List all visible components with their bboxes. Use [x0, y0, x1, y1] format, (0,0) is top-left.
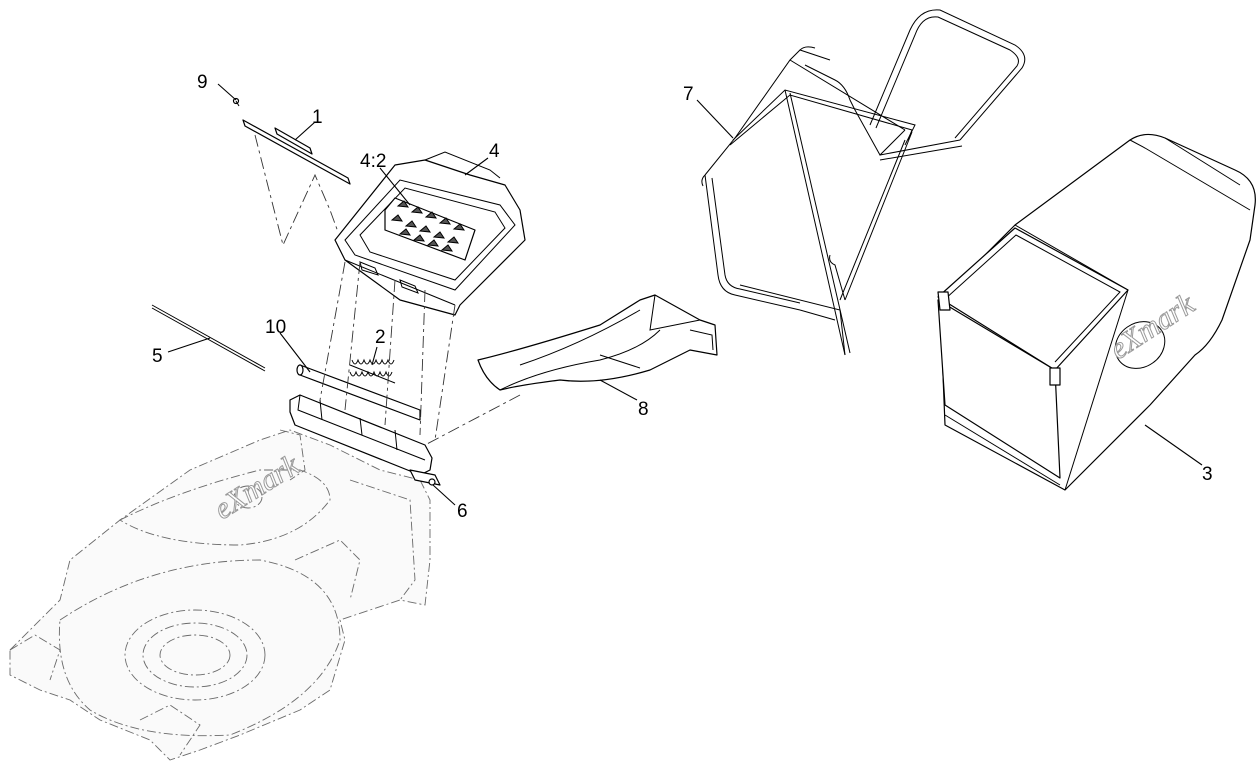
callout-5: 5 [152, 346, 163, 367]
callout-8: 8 [638, 399, 649, 420]
callout-7: 7 [683, 84, 694, 105]
hinge-rod-10 [296, 364, 421, 421]
callout-9: 9 [197, 72, 208, 93]
warning-decal-icon [390, 200, 466, 252]
callout-labels: 9 1 4 4:2 5 10 2 6 8 7 3 [152, 72, 1213, 522]
alignment-lines [254, 134, 521, 446]
latch-rod-1 [242, 119, 351, 185]
callout-4: 4 [489, 141, 500, 162]
torsion-spring-2 [349, 358, 396, 384]
callout-2: 2 [375, 327, 386, 348]
decal-4-2 [384, 197, 476, 261]
chute-deflector-8 [477, 294, 718, 391]
callout-3: 3 [1202, 464, 1213, 485]
leader-lines [167, 83, 1203, 506]
pin-9 [232, 97, 240, 107]
grass-bag-3: eXmark [937, 133, 1256, 491]
long-rod-5 [151, 304, 266, 372]
bag-frame-7 [701, 9, 1026, 356]
callout-1: 1 [312, 107, 323, 128]
callout-10: 10 [265, 317, 286, 338]
callout-4-2: 4:2 [360, 151, 386, 172]
mower-deck-phantom: eXmark [9, 429, 431, 761]
hinge-bracket [289, 394, 441, 486]
callout-6: 6 [457, 501, 468, 522]
